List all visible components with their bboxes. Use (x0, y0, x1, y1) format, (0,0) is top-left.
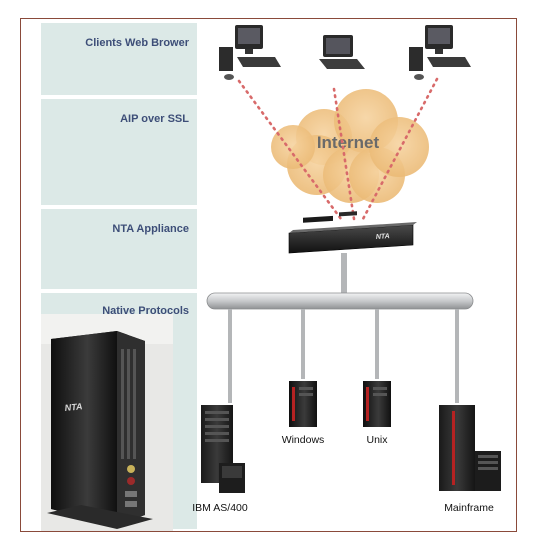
network-diagram: Internet (41, 25, 501, 531)
client-laptop-center (319, 35, 365, 69)
product-brand-label: NTA (64, 401, 83, 413)
layer-label-aip-ssl: AIP over SSL (120, 113, 189, 125)
ssl-link-left (237, 79, 343, 221)
server-label-mainframe: Mainframe (444, 502, 494, 514)
ssl-link-right (361, 77, 439, 221)
keyboard-icon (427, 57, 471, 67)
drop-unix (375, 309, 379, 379)
layer-label-clients: Clients Web Brower (85, 37, 189, 49)
internet-label: Internet (317, 133, 380, 152)
mainframe-icon (439, 405, 475, 491)
appliance-uplink (341, 253, 347, 295)
server-label-windows: Windows (282, 434, 325, 446)
appliance-brand-label: NTA (376, 233, 390, 241)
mouse-icon (224, 74, 234, 80)
bus-drops (228, 309, 459, 403)
layer-band-clients: Clients Web Brower (41, 23, 197, 95)
layer-label-nta-appliance: NTA Appliance (112, 223, 189, 235)
ssl-links (237, 77, 439, 221)
nta-product-photo: NTA (41, 314, 173, 531)
internet-cloud: Internet (271, 89, 429, 203)
mainframe-server: Mainframe (439, 405, 501, 514)
drop-mainframe (455, 309, 459, 403)
ssl-link-center (332, 87, 356, 221)
ibm-as400-server: IBM AS/400 (192, 405, 248, 514)
windows-server: Windows (282, 381, 325, 446)
server-label-unix: Unix (366, 434, 388, 446)
keyboard-icon (237, 57, 281, 67)
layer-band-aip-ssl: AIP over SSL (41, 99, 197, 205)
diagram-frame: Clients Web Brower AIP over SSL NTA Appl… (20, 18, 517, 532)
pc-tower-icon (409, 47, 423, 71)
client-workstation-right (409, 25, 471, 80)
pc-tower-icon (219, 47, 233, 71)
mouse-icon (414, 74, 424, 80)
drop-windows (301, 309, 305, 379)
drop-as400 (228, 309, 232, 403)
client-workstation-left (219, 25, 281, 80)
unix-server: Unix (363, 381, 391, 446)
nta-rack-appliance: NTA (288, 211, 417, 254)
network-bus (206, 292, 474, 310)
server-label-as400: IBM AS/400 (192, 502, 248, 514)
layer-band-nta-appliance: NTA Appliance (41, 209, 197, 289)
